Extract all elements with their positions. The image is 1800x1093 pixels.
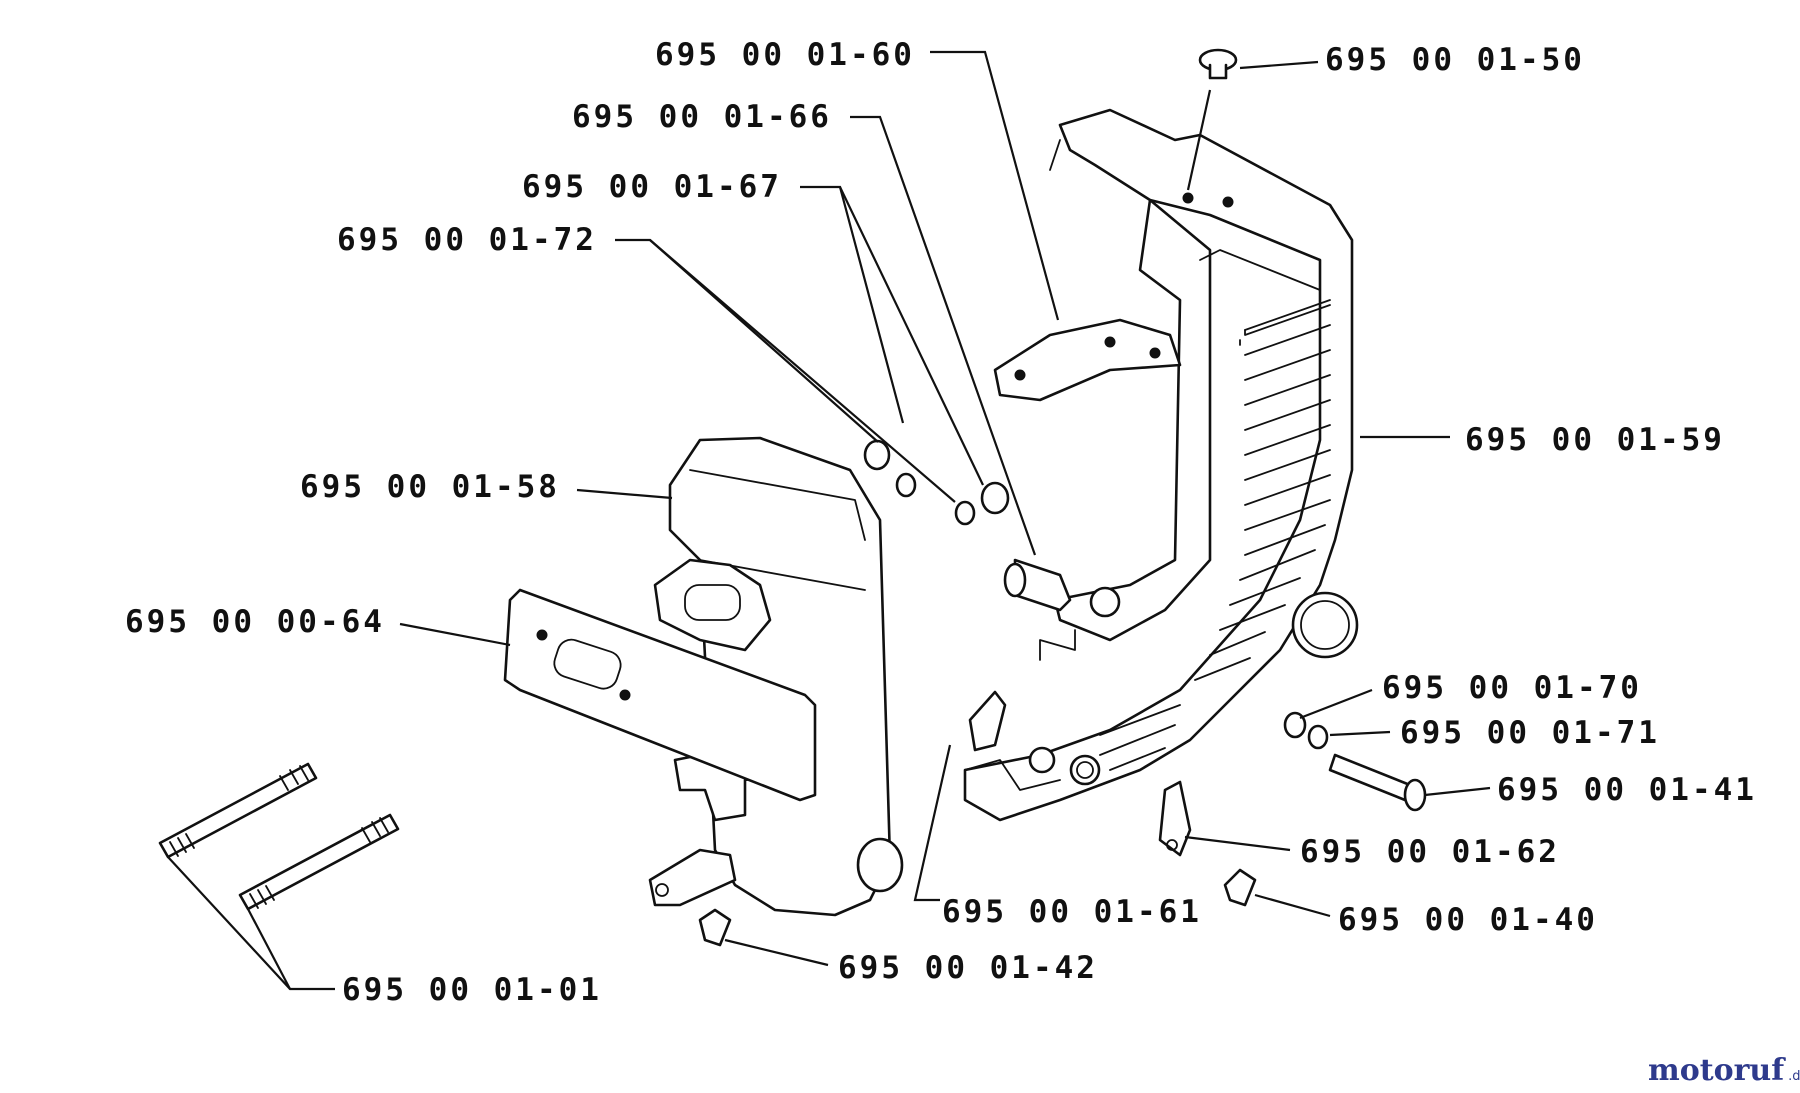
part-label-695-00-01-01: 695 00 01-01: [342, 972, 602, 1008]
gasket-drawing: [503, 588, 817, 802]
part-label-695-00-01-40: 695 00 01-40: [1338, 902, 1598, 938]
watermark-suffix: .de: [1788, 1069, 1800, 1084]
part-label-695-00-01-67: 695 00 01-67: [522, 169, 782, 205]
guard-vent-slots: [1099, 299, 1331, 771]
part-label-695-00-01-71: 695 00 01-71: [1400, 715, 1660, 751]
leader-lines: [167, 50, 1491, 991]
part-label-695-00-01-61: 695 00 01-61: [942, 894, 1202, 930]
part-label-695-00-01-72: 695 00 01-72: [337, 222, 597, 258]
part-label-695-00-00-64: 695 00 00-64: [125, 604, 385, 640]
bracket-plate-drawing: [993, 318, 1182, 402]
svg-text:motoruf .de: motoruf .de: [1648, 1053, 1800, 1088]
part-label-695-00-01-50: 695 00 01-50: [1325, 42, 1585, 78]
part-label-695-00-01-58: 695 00 01-58: [300, 469, 560, 505]
part-label-695-00-01-62: 695 00 01-62: [1300, 834, 1560, 870]
watermark-brand: motoruf: [1648, 1053, 1786, 1088]
part-label-695-00-01-70: 695 00 01-70: [1382, 670, 1642, 706]
muffler-guard-drawing: [963, 108, 1359, 822]
part-label-695-00-01-60: 695 00 01-60: [655, 37, 915, 73]
stud-bolts-drawing: [158, 762, 400, 911]
part-labels: 695 00 01-60 695 00 01-50 695 00 01-66 6…: [125, 37, 1757, 1008]
watermark-logo: motoruf .de: [1648, 1053, 1800, 1088]
part-label-695-00-01-42: 695 00 01-42: [838, 950, 1098, 986]
small-hardware-drawing: [698, 439, 1427, 947]
part-label-695-00-01-59: 695 00 01-59: [1465, 422, 1725, 458]
part-label-695-00-01-66: 695 00 01-66: [572, 99, 832, 135]
part-label-695-00-01-41: 695 00 01-41: [1497, 772, 1757, 808]
top-screw-drawing: [1198, 48, 1238, 80]
